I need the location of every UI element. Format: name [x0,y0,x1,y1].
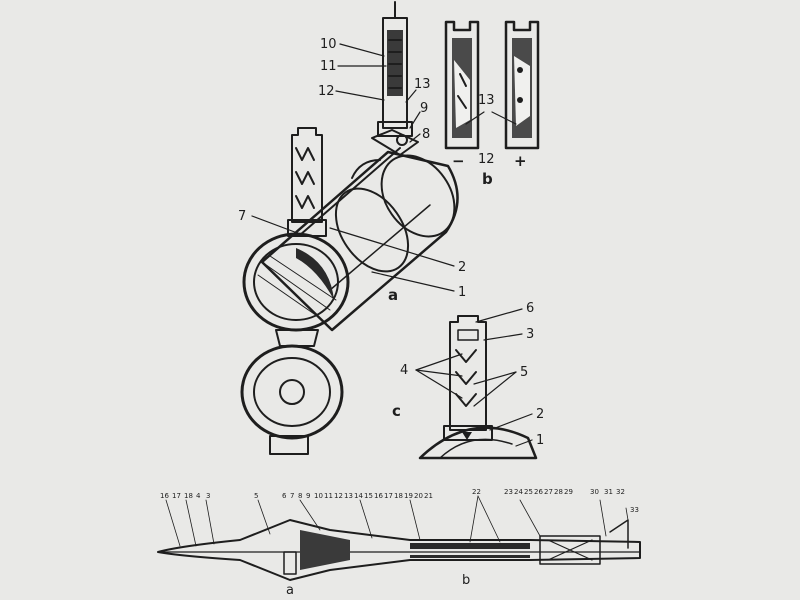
callout-12-b: 12 [478,152,495,167]
callout-b-17: 17 [172,492,181,500]
callout-b-28: 28 [554,488,563,496]
callout-2: 2 [458,260,466,275]
callout-b-7: 7 [290,492,294,500]
figure-b-leaders [465,111,517,125]
callout-b-13: 13 [344,492,353,500]
bottom-callouts-right: 22 23 24 25 26 27 28 29 30 31 32 33 [472,488,639,514]
callout-b-16: 16 [160,492,169,500]
figure-c-leaders [415,308,533,447]
callout-b-14: 14 [354,492,363,500]
figure-a: 10 11 12 13 9 8 7 2 1 a [238,1,466,455]
figure-c-callouts: 6 3 4 5 2 1 c [392,301,544,448]
callout-b-32: 32 [616,488,625,496]
callout-b-27: 27 [544,488,553,496]
callout-b-20: 20 [414,492,423,500]
figure-c: 6 3 4 5 2 1 c [392,301,544,460]
callout-1: 1 [458,285,466,300]
bottom-callouts-left: 16 17 18 4 3 [160,492,210,500]
launcher-tube [242,129,459,332]
bottom-label-b: b [462,573,470,588]
callout-b-29: 29 [564,488,573,496]
minus-sign: − [452,152,465,170]
figure-b-caption: b [482,170,493,188]
plus-sign: + [514,152,527,170]
callout-b-19: 19 [404,492,413,500]
sight-post-minus [444,20,480,150]
callout-b-8: 8 [298,492,302,500]
callout-b-3: 3 [206,492,210,500]
callout-b-25: 25 [524,488,533,496]
figure-a-callouts: 10 11 12 13 9 8 7 2 1 a [238,37,466,304]
bottom-leaders [165,495,629,547]
callout-b-30: 30 [590,488,599,496]
callout-b-6: 6 [282,492,287,500]
callout-1-c: 1 [536,433,544,448]
callout-b-15: 15 [364,492,373,500]
callout-b-9: 9 [306,492,310,500]
callout-b-33: 33 [630,506,639,514]
figure-bottom: 16 17 18 4 3 5 6 7 8 9 10 11 12 13 14 15… [157,488,641,598]
callout-12: 12 [318,84,335,99]
callout-9: 9 [420,101,428,116]
callout-b-23: 23 [504,488,513,496]
callout-5-c: 5 [520,365,528,380]
callout-10: 10 [320,37,337,52]
sight-post-plus [504,20,540,150]
front-sight-detail [443,315,493,441]
front-sight-post [287,127,327,237]
figure-b: 13 12 − + b [444,20,540,188]
callout-8: 8 [422,127,430,142]
figure-a-leaders [251,43,455,292]
callout-13: 13 [414,77,431,92]
callout-13-b: 13 [478,93,495,108]
callout-b-22: 22 [472,488,481,496]
callout-3-c: 3 [526,327,534,342]
callout-b-21: 21 [424,492,433,500]
rear-sight-post [377,1,413,137]
bottom-callouts-mid: 5 6 7 8 9 10 11 12 13 14 15 16 17 18 19 … [254,492,433,500]
callout-b-5: 5 [254,492,258,500]
figure-a-caption: a [388,286,398,304]
callout-6-c: 6 [526,301,534,316]
callout-b-18m: 18 [394,492,403,500]
callout-b-12: 12 [334,492,343,500]
grenade-section [157,519,641,581]
callout-b-4: 4 [196,492,201,500]
callout-2-c: 2 [536,407,544,422]
callout-11: 11 [320,59,337,74]
callout-b-16m: 16 [374,492,383,500]
callout-b-17m: 17 [384,492,393,500]
callout-4-c: 4 [400,363,408,378]
callout-b-18: 18 [184,492,193,500]
callout-b-26: 26 [534,488,543,496]
callout-7: 7 [238,209,246,224]
figure-b-callouts: 13 12 − + b [452,93,527,188]
callout-b-24: 24 [514,488,523,496]
figure-c-caption: c [392,402,401,420]
callout-b-31: 31 [604,488,613,496]
callout-b-10: 10 [314,492,323,500]
muzzle-cap [240,329,344,455]
bottom-label-a: a [286,583,294,598]
callout-b-11: 11 [324,492,333,500]
